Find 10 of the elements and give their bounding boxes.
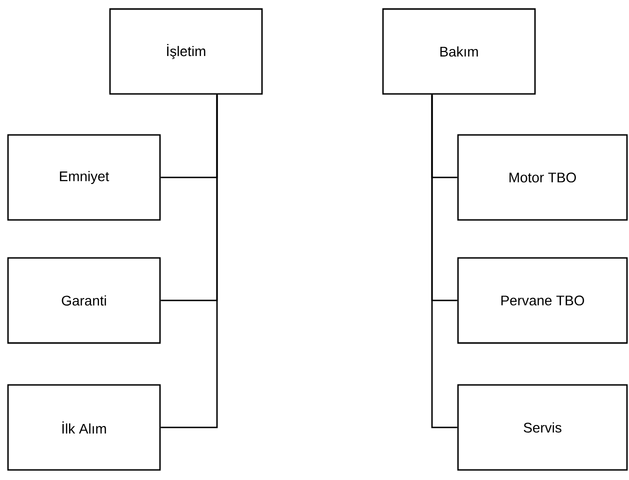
box: Motor TBO [457,134,628,221]
box: Garanti [7,257,161,344]
box: Servis [457,384,628,471]
box: İlk Alım [7,384,161,471]
box: Bakım [382,8,536,95]
connector-line [431,94,458,428]
box: Emniyet [7,134,161,221]
box: İşletim [109,8,263,95]
connector-line [160,94,218,428]
box: Pervane TBO [457,257,628,344]
